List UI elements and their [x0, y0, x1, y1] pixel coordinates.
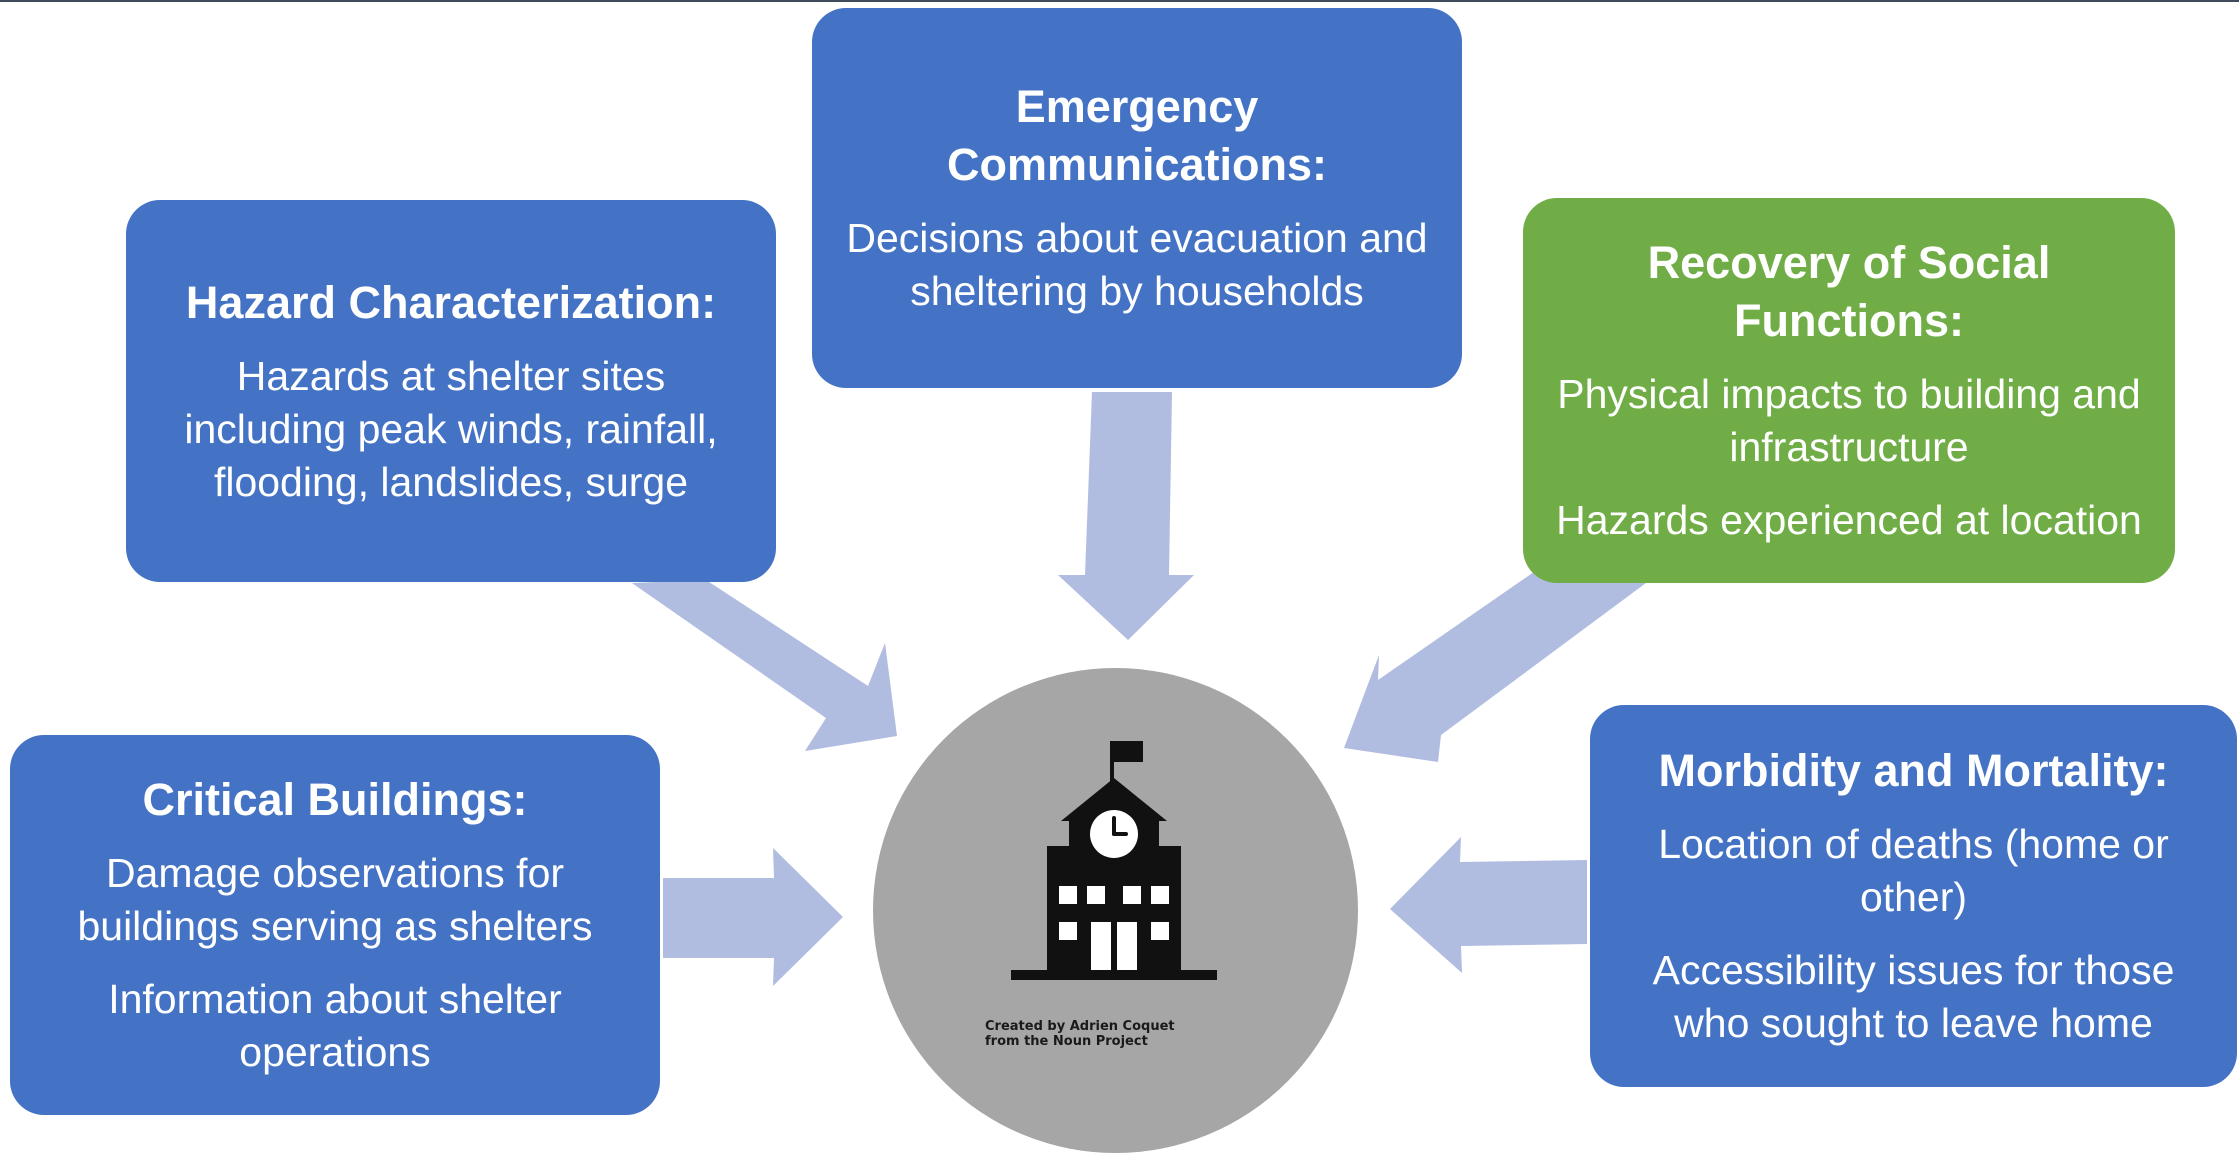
- recovery-description-1: Physical impacts to building and infrast…: [1557, 371, 2141, 470]
- hazard-characterization-title: Hazard Characterization:: [185, 276, 717, 328]
- emergency-communications-title: Emergency Communications:: [947, 78, 1327, 194]
- school-building-icon: [1011, 741, 1217, 980]
- arrow-from-hazard: [632, 580, 897, 751]
- emergency-communications-box: Emergency Communications: Decisions abou…: [812, 8, 1462, 388]
- recovery-title-line-2: Functions:: [1734, 295, 1964, 346]
- morbidity-mortality-box: Morbidity and Mortality: Location of dea…: [1590, 705, 2237, 1087]
- critical-description-1: Damage observations for buildings servin…: [77, 850, 593, 949]
- emergency-title-line-2: Communications:: [946, 139, 1328, 190]
- recovery-title-line-1: Recovery of Social: [1647, 237, 2051, 288]
- emergency-title-line-1: Emergency: [1015, 81, 1259, 132]
- emergency-description: Decisions about evacuation and shelterin…: [846, 215, 1428, 314]
- top-border-line: [0, 0, 2239, 2]
- morbidity-mortality-title: Morbidity and Mortality:: [1658, 745, 2169, 796]
- arrow-from-critical: [663, 848, 843, 986]
- icon-credit-line-2: from the Noun Project: [985, 1034, 1148, 1049]
- recovery-social-functions-box: Recovery of Social Functions: Physical i…: [1523, 198, 2175, 583]
- recovery-social-functions-title: Recovery of Social Functions:: [1648, 234, 2051, 350]
- hazard-characterization-box: Hazard Characterization: Hazards at shel…: [126, 200, 776, 582]
- morbidity-description-1: Location of deaths (home or other): [1658, 821, 2169, 920]
- arrow-from-recovery: [1344, 565, 1650, 762]
- icon-credit-line-1: Created by Adrien Coquet: [985, 1019, 1175, 1034]
- critical-buildings-title: Critical Buildings:: [142, 774, 528, 825]
- arrow-from-emergency: [1058, 392, 1194, 640]
- critical-description-2: Information about shelter operations: [108, 976, 562, 1075]
- morbidity-description-2: Accessibility issues for those who sough…: [1652, 947, 2175, 1046]
- hazard-description: Hazards at shelter sites including peak …: [184, 352, 718, 505]
- recovery-description-2: Hazards experienced at location: [1556, 497, 2142, 543]
- icon-credit: Created by Adrien Coquet from the Noun P…: [985, 1019, 1175, 1049]
- arrow-from-morbidity: [1390, 837, 1587, 973]
- critical-buildings-box: Critical Buildings: Damage observations …: [10, 735, 660, 1115]
